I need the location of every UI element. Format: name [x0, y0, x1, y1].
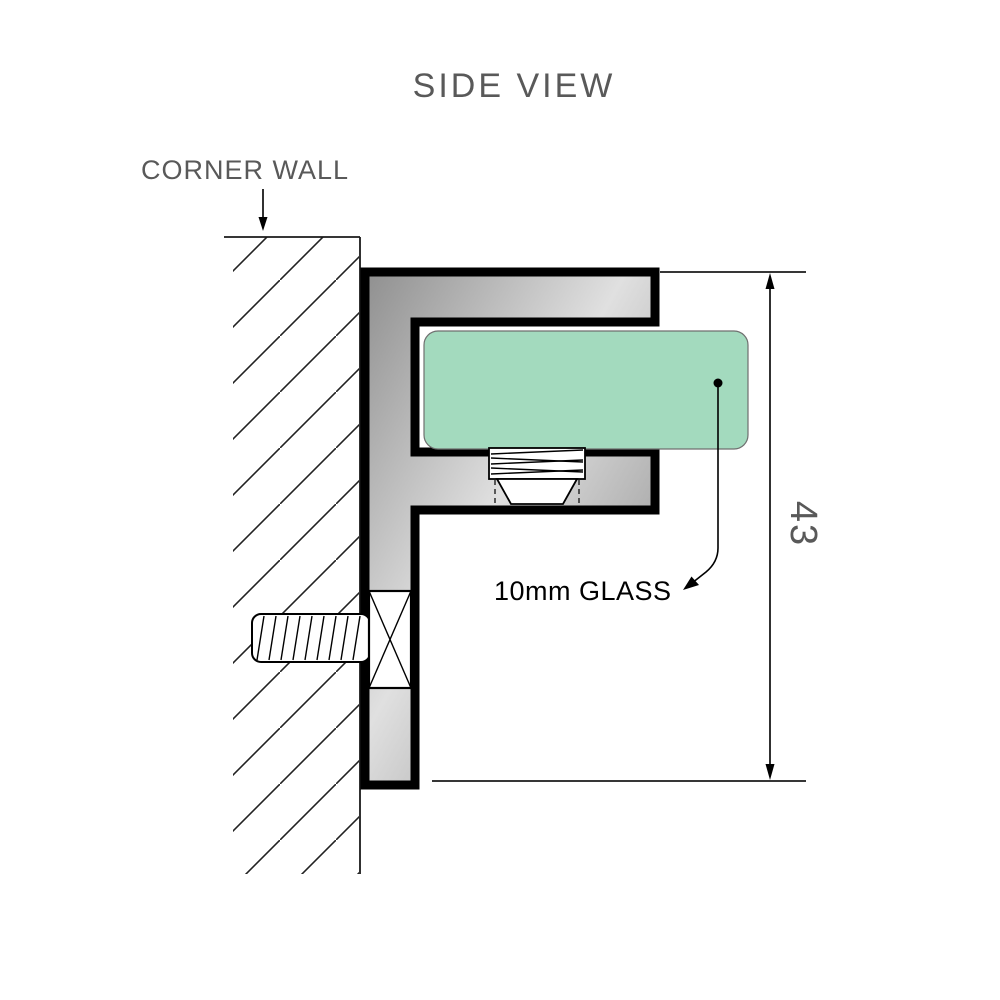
bolt-thread-line: [340, 615, 349, 661]
bolt-thread-line: [304, 615, 313, 661]
leader-arrowhead: [683, 576, 699, 590]
glass-panel: [423, 330, 749, 450]
bolt-head-cross-line: [368, 590, 412, 689]
grub-thread-line: [490, 469, 584, 475]
bolt-thread-line: [328, 615, 337, 661]
bolt-thread-line: [256, 615, 265, 661]
grub-screw: [488, 447, 586, 507]
corner-wall-arrowhead: [258, 217, 268, 231]
dim-value: 43: [782, 501, 824, 547]
diagram-title: SIDE VIEW: [413, 67, 616, 105]
glass-callout: 10mm GLASS: [494, 378, 723, 606]
clamp-body: [360, 267, 660, 790]
bolt-thread-line: [268, 615, 277, 661]
bolt-thread-line: [280, 615, 289, 661]
corner-wall: CORNER WALL: [141, 155, 361, 874]
bolt-thread-line: [292, 615, 301, 661]
grub-screw-cup: [495, 478, 579, 505]
glass-label: 10mm GLASS: [494, 576, 672, 606]
bolt-thread-line: [352, 615, 361, 661]
grub-thread-line: [490, 459, 584, 465]
leader-dot: [713, 378, 723, 388]
grub-thread-line: [490, 449, 584, 455]
corner-wall-label: CORNER WALL: [141, 155, 349, 185]
dimension-43: 43: [432, 271, 824, 782]
leader-line: [686, 387, 719, 588]
bolt-thread-line: [316, 615, 325, 661]
dim-arrow-top: [765, 273, 775, 289]
dim-arrow-bottom: [765, 764, 775, 780]
wall-hatching: [233, 237, 359, 874]
fixing-bolt: [251, 589, 413, 690]
